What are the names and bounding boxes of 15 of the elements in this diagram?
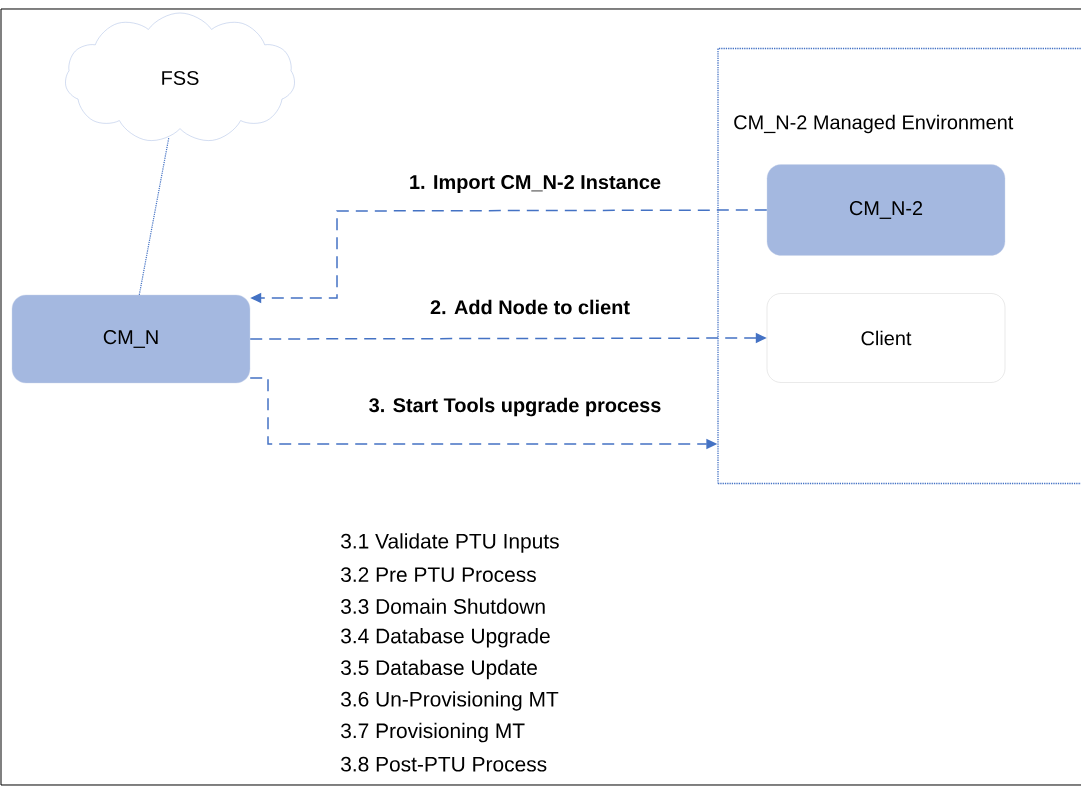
process-box: CM_N (11, 294, 251, 384)
step-text: 3.1 Validate PTU Inputs (341, 533, 559, 553)
step-text: 3.7 Provisioning MT (341, 722, 525, 743)
process-box: Client (766, 293, 1006, 383)
step-text: 3.3 Domain Shutdown (341, 598, 545, 614)
connector-line (138, 136, 170, 296)
step-text: 3.4 Database Upgrade (341, 628, 550, 648)
step-text: 3.2 Pre PTU Process (341, 567, 536, 582)
step-text: 3.6 Un-Provisioning MT (341, 691, 559, 711)
edge-label: 2. Add Node to client (428, 297, 632, 317)
step-text: 3.8 Post-PTU Process (341, 756, 547, 772)
process-box: CM_N-2 (766, 164, 1006, 256)
edge-label: 1. Import CM_N-2 Instance (406, 173, 664, 195)
edge-label: 3. Start Tools upgrade process (366, 395, 664, 419)
step-text: 3.5 Database Update (341, 659, 537, 680)
